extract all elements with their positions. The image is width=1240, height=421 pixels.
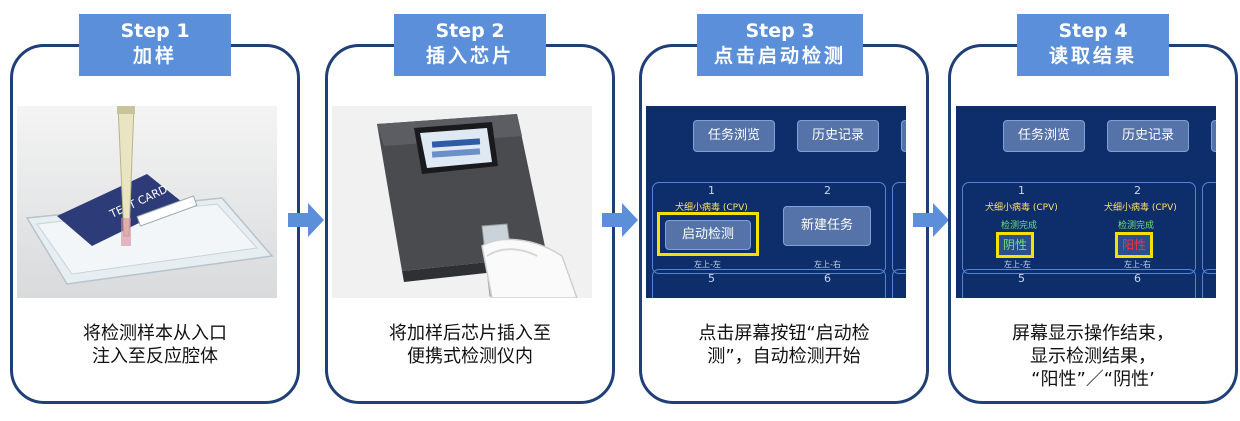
tile-6-number: 6: [824, 272, 831, 285]
positive-result: 阳性: [1115, 232, 1153, 258]
position-right: 左上-右: [814, 260, 841, 269]
start-detection-button[interactable]: 启动检测: [665, 220, 751, 250]
tile-5-number: 5: [1018, 272, 1025, 285]
step2-description: 将加样后芯片插入至 便携式检测仪内: [325, 322, 615, 368]
task-browse-button[interactable]: 任务浏览: [693, 120, 775, 152]
arrow-right-icon: [602, 203, 638, 237]
pipette-chip-image: TEST CARD: [17, 106, 277, 298]
step4-title: 读取结果: [1048, 45, 1137, 67]
pathogen-label-2: 犬细小病毒 (CPV): [1104, 203, 1177, 213]
step3-desc-line2: 测”，自动检测开始: [707, 346, 861, 367]
step2-desc-line2: 便携式检测仪内: [407, 346, 533, 367]
tile-row2-partial: [892, 269, 906, 298]
step1-badge: Step 1 加样: [79, 14, 231, 76]
step3-screen: 任务浏览 历史记录 1 2 犬细小病毒 (CPV) 启动检测 新建任务 左上-左…: [646, 106, 906, 298]
device-screen: 任务浏览 历史记录 1 2 犬细小病毒 (CPV) 启动检测 新建任务 左上-左…: [646, 106, 906, 298]
start-detection-highlight: [657, 212, 759, 256]
step3-badge: Step 3 点击启动检测: [697, 14, 863, 76]
step4-badge: Step 4 读取结果: [1017, 14, 1169, 76]
tile-2-number: 2: [824, 184, 831, 197]
tile-partial: [1202, 182, 1216, 274]
tile-1-number: 1: [1018, 184, 1025, 197]
negative-result: 阴性: [996, 232, 1034, 258]
step4-description: 屏幕显示操作结束， 显示检测结果， “阳性”／“阴性’: [948, 322, 1238, 391]
new-task-button[interactable]: 新建任务: [783, 206, 871, 246]
tile-partial: [892, 182, 906, 274]
step1-title: 加样: [132, 45, 177, 67]
step4-label: Step 4: [1058, 20, 1128, 42]
step4-desc-line3: “阳性”／“阴性’: [1031, 369, 1155, 390]
step2-title: 插入芯片: [425, 45, 514, 67]
step1-photo: TEST CARD: [17, 106, 277, 298]
device-screen-result: 任务浏览 历史记录 1 2 犬细小病毒 (CPV) 犬细小病毒 (CPV) 检测…: [956, 106, 1216, 298]
arrow-right-icon: [913, 203, 949, 237]
step1-desc-line1: 将检测样本从入口: [83, 323, 227, 344]
step3-description: 点击屏幕按钮“启动检 测”，自动检测开始: [639, 322, 929, 368]
history-button[interactable]: 历史记录: [797, 120, 879, 152]
step2-desc-line1: 将加样后芯片插入至: [389, 323, 551, 344]
tile-6-number: 6: [1134, 272, 1141, 285]
step4-screen: 任务浏览 历史记录 1 2 犬细小病毒 (CPV) 犬细小病毒 (CPV) 检测…: [956, 106, 1216, 298]
tile-row2: [652, 269, 886, 298]
tile-group: [652, 182, 886, 274]
detection-complete-2: 检测完成: [1118, 221, 1155, 231]
step3-label: Step 3: [745, 20, 815, 42]
pathogen-label-1: 犬细小病毒 (CPV): [985, 203, 1058, 213]
step3-title: 点击启动检测: [713, 45, 846, 67]
extra-button[interactable]: [1211, 120, 1216, 152]
tile-group: [962, 182, 1196, 274]
step3-desc-line1: 点击屏幕按钮“启动检: [698, 323, 870, 344]
pathogen-label: 犬细小病毒 (CPV): [675, 203, 748, 213]
position-left: 左上-左: [694, 260, 721, 269]
step2-label: Step 2: [435, 20, 505, 42]
step1-desc-line2: 注入至反应腔体: [92, 346, 218, 367]
arrow-right-icon: [288, 203, 324, 237]
step4-desc-line2: 显示检测结果，: [1030, 346, 1156, 367]
step2-badge: Step 2 插入芯片: [394, 14, 546, 76]
task-browse-button[interactable]: 任务浏览: [1003, 120, 1085, 152]
extra-button[interactable]: [901, 120, 906, 152]
history-button[interactable]: 历史记录: [1107, 120, 1189, 152]
tile-1-number: 1: [708, 184, 715, 197]
device-image: [332, 106, 592, 298]
tile-row2-partial: [1202, 269, 1216, 298]
tile-2-number: 2: [1134, 184, 1141, 197]
step1-label: Step 1: [120, 20, 190, 42]
position-right: 左上-右: [1124, 260, 1151, 269]
tile-5-number: 5: [708, 272, 715, 285]
step2-photo: [332, 106, 592, 298]
step1-description: 将检测样本从入口 注入至反应腔体: [10, 322, 300, 368]
step4-desc-line1: 屏幕显示操作结束，: [1012, 323, 1174, 344]
detection-complete-1: 检测完成: [1001, 221, 1038, 231]
position-left: 左上-左: [1004, 260, 1031, 269]
tile-row2: [962, 269, 1196, 298]
